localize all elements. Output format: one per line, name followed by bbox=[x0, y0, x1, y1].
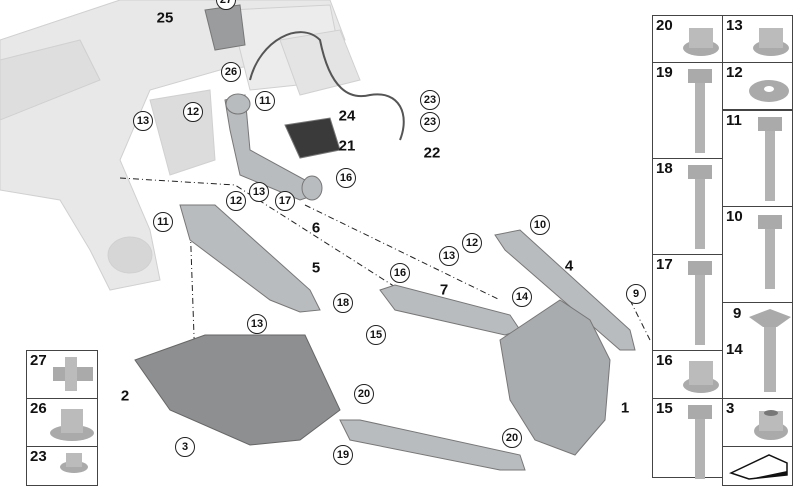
underbody-shield-2 bbox=[134, 334, 341, 446]
callout-23: 23 bbox=[420, 90, 440, 110]
part-label: 15 bbox=[656, 400, 673, 417]
callout-23: 23 bbox=[420, 112, 440, 132]
callout-15: 15 bbox=[366, 325, 386, 345]
part-cell-26[interactable]: 26 bbox=[26, 398, 98, 447]
lower-arm-19 bbox=[339, 419, 526, 471]
bolt-icon bbox=[758, 215, 782, 289]
bolt-icon bbox=[758, 117, 782, 201]
callout-13: 13 bbox=[133, 111, 153, 131]
control-arm-7 bbox=[379, 284, 521, 336]
callout-12: 12 bbox=[226, 191, 246, 211]
callout-20: 20 bbox=[354, 384, 374, 404]
bolt-icon bbox=[688, 165, 712, 249]
part-cell-11[interactable]: 11 bbox=[722, 110, 793, 207]
part-label: 17 bbox=[656, 256, 673, 273]
callout-25: 25 bbox=[156, 9, 174, 27]
part-cell-20[interactable]: 20 bbox=[652, 15, 723, 63]
callout-12: 12 bbox=[183, 102, 203, 122]
callout-11: 11 bbox=[153, 212, 173, 232]
flange-nut-icon bbox=[683, 28, 719, 56]
part-label: 27 bbox=[30, 352, 47, 369]
callout-13: 13 bbox=[249, 182, 269, 202]
part-label: 10 bbox=[726, 208, 743, 225]
callout-18: 18 bbox=[333, 293, 353, 313]
callout-13: 13 bbox=[247, 314, 267, 334]
part-label: 14 bbox=[726, 341, 743, 358]
callout-24: 24 bbox=[338, 107, 356, 125]
part-cell-10[interactable]: 10 bbox=[722, 206, 793, 303]
part-cell-23[interactable]: 23 bbox=[26, 446, 98, 486]
part-label: 26 bbox=[30, 400, 47, 417]
callout-11: 11 bbox=[255, 91, 275, 111]
toe-link-5 bbox=[179, 204, 321, 313]
callout-20: 20 bbox=[502, 428, 522, 448]
callout-2: 2 bbox=[120, 387, 130, 405]
part-label: 19 bbox=[656, 64, 673, 81]
callout-16: 16 bbox=[390, 263, 410, 283]
part-cell-9-14[interactable]: 9 14 bbox=[722, 302, 793, 399]
callout-22: 22 bbox=[423, 144, 441, 162]
wheel-speed-sensor-cable bbox=[249, 31, 405, 141]
wheel-carrier-1 bbox=[499, 299, 611, 456]
callout-12: 12 bbox=[462, 233, 482, 253]
callout-4: 4 bbox=[564, 257, 574, 275]
bolt-icon bbox=[60, 453, 88, 473]
part-label: 20 bbox=[656, 17, 673, 34]
part-label: 16 bbox=[656, 352, 673, 369]
part-cell-16[interactable]: 16 bbox=[652, 350, 723, 399]
rear-subframe bbox=[0, 0, 361, 291]
callout-5: 5 bbox=[311, 259, 321, 277]
clip-icon bbox=[53, 357, 93, 391]
part-cell-27[interactable]: 27 bbox=[26, 350, 98, 399]
callout-6: 6 bbox=[311, 219, 321, 237]
heat-shield-21 bbox=[284, 117, 341, 159]
washer-icon bbox=[749, 80, 789, 102]
part-cell-18[interactable]: 18 bbox=[652, 158, 723, 255]
callout-7: 7 bbox=[439, 281, 449, 299]
callout-1: 1 bbox=[620, 399, 630, 417]
part-label: 13 bbox=[726, 17, 743, 34]
part-cell-13[interactable]: 13 bbox=[722, 15, 793, 63]
flange-nut-icon bbox=[683, 361, 719, 393]
callout-10: 10 bbox=[530, 215, 550, 235]
callout-16: 16 bbox=[336, 168, 356, 188]
part-cell-3[interactable]: 3 bbox=[722, 398, 793, 447]
part-cell-19[interactable]: 19 bbox=[652, 62, 723, 159]
parts-illustration bbox=[0, 0, 651, 471]
callout-3: 3 bbox=[175, 437, 195, 457]
bolt-icon bbox=[688, 405, 712, 479]
callout-13: 13 bbox=[439, 246, 459, 266]
nut-icon bbox=[754, 410, 788, 440]
part-label: 12 bbox=[726, 64, 743, 81]
part-cell-17[interactable]: 17 bbox=[652, 254, 723, 351]
callout-26: 26 bbox=[221, 62, 241, 82]
callout-17: 17 bbox=[275, 191, 295, 211]
part-label: 11 bbox=[726, 112, 742, 129]
bolt-icon bbox=[688, 261, 712, 345]
vehicle-symbol-cell bbox=[722, 446, 793, 486]
flange-nut-icon bbox=[753, 28, 789, 56]
callout-21: 21 bbox=[338, 137, 356, 155]
part-cell-15[interactable]: 15 bbox=[652, 398, 723, 479]
part-cell-12[interactable]: 12 bbox=[722, 62, 793, 110]
part-label: 18 bbox=[656, 160, 673, 177]
control-arm-4 bbox=[494, 229, 636, 351]
callout-14: 14 bbox=[512, 287, 532, 307]
bolt-icon bbox=[688, 69, 712, 153]
callout-9: 9 bbox=[626, 284, 646, 304]
part-label: 3 bbox=[726, 400, 735, 417]
vehicle-outline-icon bbox=[729, 454, 788, 480]
part-label: 23 bbox=[30, 448, 47, 465]
part-label: 9 bbox=[733, 305, 742, 322]
eccentric-bolt-icon bbox=[749, 309, 791, 392]
callout-19: 19 bbox=[333, 445, 353, 465]
flange-nut-icon bbox=[50, 409, 94, 441]
